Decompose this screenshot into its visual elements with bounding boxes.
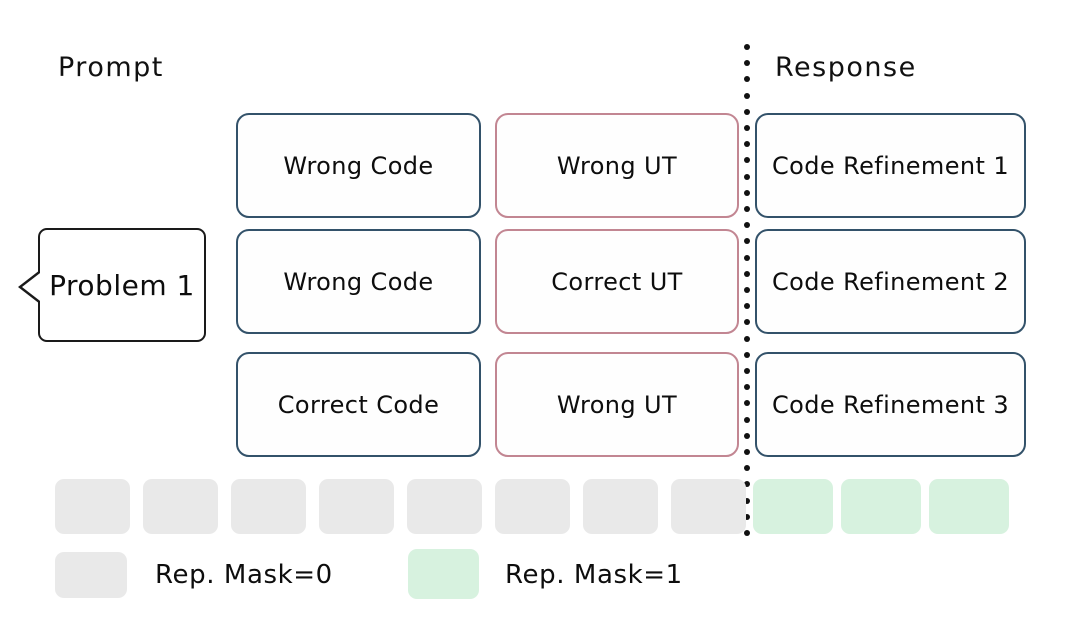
divider-dot: [744, 287, 750, 293]
response-section-label: Response: [775, 52, 917, 83]
bubble-tail-fill: [22, 270, 44, 304]
divider-dot: [744, 270, 750, 277]
divider-dot: [744, 513, 750, 520]
prompt-section-label: Prompt: [58, 52, 164, 83]
code-card-label: Wrong Code: [283, 267, 434, 296]
mask-chip-response: [753, 479, 833, 534]
ut-card-row-2: Correct UT: [495, 229, 739, 334]
mask-chip-prompt: [495, 479, 570, 534]
ut-card-row-3: Wrong UT: [495, 352, 739, 457]
legend-swatch-mask-1: [408, 549, 479, 599]
problem-bubble: Problem 1: [18, 228, 206, 342]
code-card-row-2: Wrong Code: [236, 229, 481, 334]
divider-dot: [744, 206, 750, 212]
mask-chip-prompt: [319, 479, 394, 534]
code-card-label: Wrong Code: [283, 151, 434, 180]
divider-dot: [744, 254, 750, 261]
divider-dot: [744, 173, 750, 180]
divider-dot: [744, 92, 750, 99]
divider-dot: [744, 141, 750, 148]
mask-chip-prompt: [407, 479, 482, 534]
response-card-label: Code Refinement 2: [772, 267, 1009, 296]
divider-dot: [744, 189, 750, 196]
mask-chip-prompt: [671, 479, 746, 534]
mask-chip-prompt: [231, 479, 306, 534]
divider-dot: [744, 319, 750, 326]
divider-dot: [744, 125, 750, 131]
mask-chip-prompt: [143, 479, 218, 534]
ut-card-label: Correct UT: [551, 267, 683, 296]
divider-dot: [744, 497, 750, 504]
mask-chip-response: [841, 479, 921, 534]
divider-dot: [744, 238, 750, 245]
prompt-response-divider: [744, 44, 750, 546]
response-card-label: Code Refinement 1: [772, 151, 1009, 180]
divider-dot: [744, 400, 750, 407]
divider-dot: [744, 157, 750, 164]
ut-card-label: Wrong UT: [556, 151, 678, 180]
divider-dot: [744, 76, 750, 83]
divider-dot: [744, 449, 750, 455]
response-card-row-1: Code Refinement 1: [755, 113, 1026, 218]
ut-card-row-1: Wrong UT: [495, 113, 739, 218]
response-card-row-3: Code Refinement 3: [755, 352, 1026, 457]
mask-chip-prompt: [583, 479, 658, 534]
response-card-label: Code Refinement 3: [772, 390, 1009, 419]
code-card-label: Correct Code: [277, 390, 440, 419]
divider-dot: [744, 351, 750, 358]
legend-label-mask-0: Rep. Mask=0: [155, 560, 333, 590]
divider-dot: [744, 368, 750, 374]
ut-card-label: Wrong UT: [556, 390, 678, 419]
code-card-row-1: Wrong Code: [236, 113, 481, 218]
divider-dot: [744, 335, 750, 342]
divider-dot: [744, 108, 750, 115]
mask-chip-response: [929, 479, 1009, 534]
divider-dot: [744, 384, 750, 391]
divider-dot: [744, 481, 750, 488]
code-card-row-3: Correct Code: [236, 352, 481, 457]
divider-dot: [744, 465, 750, 472]
divider-dot: [744, 44, 750, 50]
divider-dot: [744, 60, 750, 67]
legend-swatch-mask-0: [55, 552, 127, 598]
problem-label: Problem 1: [49, 268, 195, 302]
response-card-row-2: Code Refinement 2: [755, 229, 1026, 334]
divider-dot: [744, 416, 750, 423]
divider-dot: [744, 222, 750, 229]
divider-dot: [744, 530, 750, 536]
divider-dot: [744, 432, 750, 439]
mask-chip-prompt: [55, 479, 130, 534]
legend-label-mask-1: Rep. Mask=1: [505, 560, 683, 590]
divider-dot: [744, 303, 750, 310]
